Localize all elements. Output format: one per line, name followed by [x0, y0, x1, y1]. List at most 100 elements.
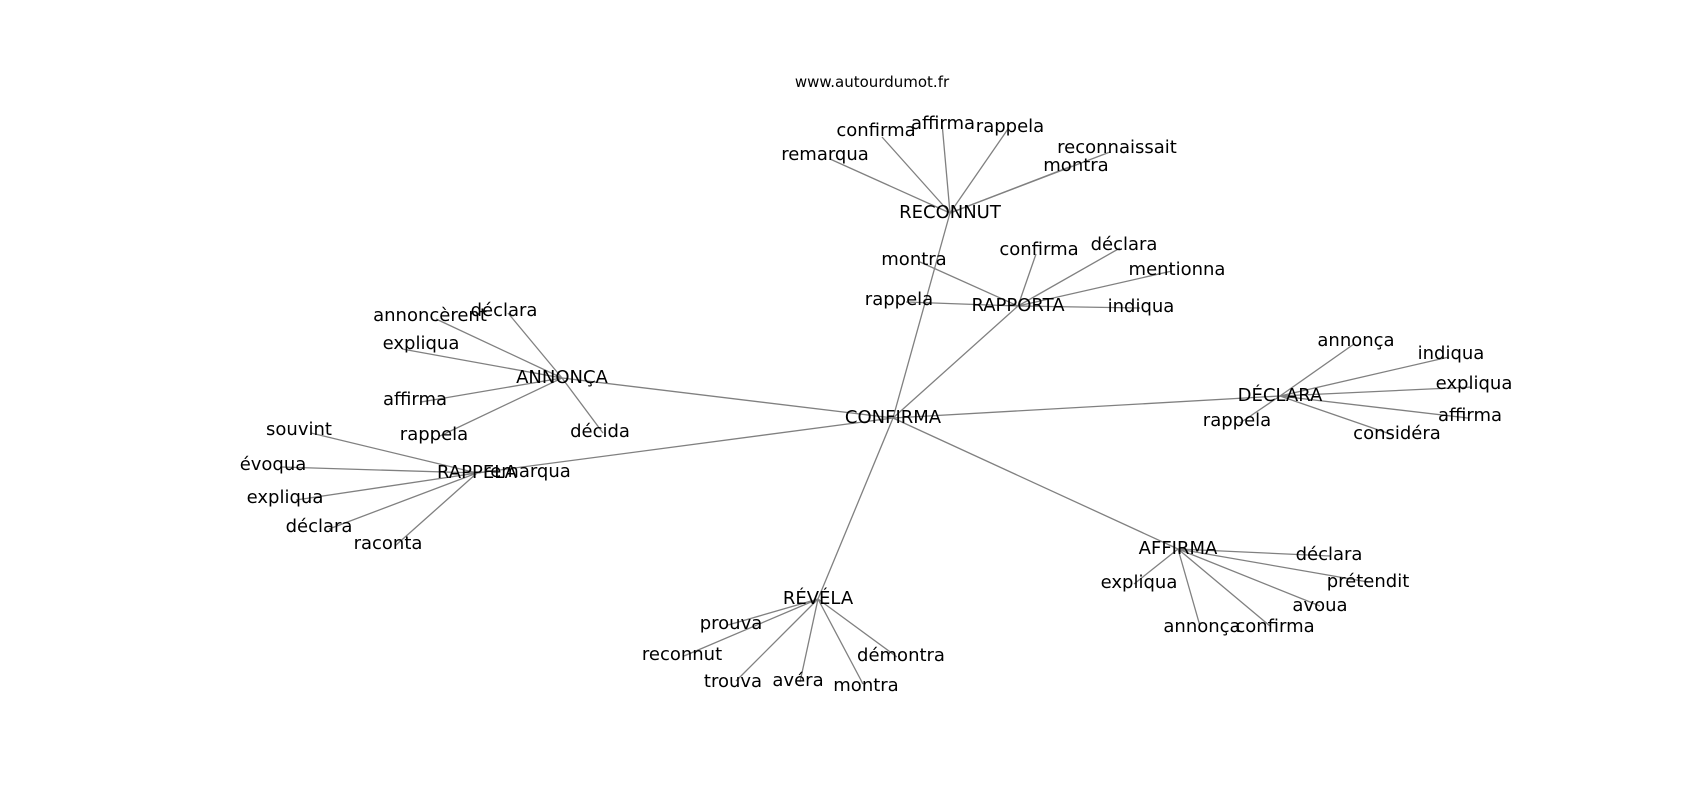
edge-reconnut-rappela	[949, 128, 1009, 214]
leaf-node-annonca-expliqua: expliqua	[383, 333, 460, 354]
edge-reconnut-remarqua	[829, 158, 951, 214]
edge-rapporta-indiqua	[1017, 305, 1141, 309]
leaf-node-declara-indiqua: indiqua	[1418, 343, 1485, 364]
edge-reconnut-confirma	[881, 136, 951, 214]
leaf-node-rappela-expliqua: expliqua	[247, 487, 324, 508]
leaf-node-declara-rappela: rappela	[1203, 410, 1271, 431]
edge-affirma-expliqua	[1133, 548, 1179, 585]
edge-revela-avera	[799, 598, 819, 683]
leaf-node-affirma-avoua: avoua	[1292, 595, 1347, 616]
edge-reconnut-montra	[949, 165, 1073, 214]
leaf-node-declara-affirma: affirma	[1438, 405, 1502, 426]
leaf-node-rapporta-declara: déclara	[1091, 234, 1158, 255]
edge-annonca-expliqua	[401, 348, 563, 379]
leaf-node-rapporta-montra: montra	[881, 249, 946, 270]
edge-center-affirma	[892, 417, 1179, 550]
edge-declara-indiqua	[1279, 356, 1450, 397]
edge-annonca-decida	[561, 377, 604, 434]
edge-revela-trouva	[735, 598, 819, 682]
leaf-node-declara-expliqua: expliqua	[1436, 373, 1513, 394]
edge-affirma-declara	[1177, 548, 1331, 557]
edge-rapporta-mentionna	[1017, 270, 1173, 307]
hub-node-reconnut: RECONNUT	[899, 202, 1002, 223]
edge-rapporta-rappela	[905, 301, 1019, 307]
leaf-node-rappela-declara: déclara	[286, 516, 353, 537]
leaf-node-revela-reconnut: reconnut	[642, 644, 722, 665]
leaf-node-reconnut-confirma: confirma	[836, 120, 915, 141]
edge-rappela-evoqua	[280, 466, 478, 474]
edge-declara-rappela	[1239, 395, 1281, 424]
edge-rapporta-montra	[919, 261, 1019, 307]
edge-rappela-souvint	[310, 432, 478, 474]
edge-reconnut-affirma	[941, 122, 951, 214]
leaf-node-declara-considera: considéra	[1353, 423, 1441, 444]
edge-center-revela	[817, 417, 894, 600]
edge-rappela-remarqua	[476, 470, 492, 474]
leaf-node-annonca-affirma: affirma	[383, 389, 447, 410]
leaf-node-annonca-decida: décida	[570, 421, 630, 442]
edge-declara-expliqua	[1279, 386, 1473, 397]
edge-declara-considera	[1279, 395, 1394, 436]
leaf-node-rapporta-indiqua: indiqua	[1108, 296, 1175, 317]
source-url: www.autourdumot.fr	[795, 73, 950, 91]
edge-revela-demontra	[817, 598, 898, 658]
leaf-node-declara-annonca: annonça	[1317, 330, 1394, 351]
edge-rappela-declara	[328, 472, 478, 530]
leaf-node-reconnut-remarqua: remarqua	[781, 144, 869, 165]
leaf-node-rappela-evoqua: évoqua	[240, 454, 307, 475]
leaf-node-revela-montra: montra	[833, 675, 898, 696]
edge-revela-prouva	[727, 598, 819, 626]
edge-center-rappela	[476, 417, 894, 474]
leaf-node-revela-demontra: démontra	[857, 645, 945, 666]
edge-rappela-raconta	[394, 472, 478, 547]
hub-node-annonca: ANNONÇA	[516, 367, 608, 388]
leaf-node-rapporta-confirma: confirma	[999, 239, 1078, 260]
leaf-node-rapporta-rappela: rappela	[865, 289, 933, 310]
leaf-node-rappela-raconta: raconta	[354, 533, 423, 554]
edge-center-reconnut	[892, 212, 951, 419]
edge-annonca-annoncerent	[435, 318, 563, 379]
hub-node-rappela: RAPPELA	[437, 462, 518, 483]
edge-rapporta-declara	[1017, 247, 1121, 307]
leaf-node-rappela-remarqua: remarqua	[483, 461, 571, 482]
leaf-node-reconnut-rappela: rappela	[976, 116, 1044, 137]
leaf-node-affirma-expliqua: expliqua	[1101, 572, 1178, 593]
leaf-node-rappela-souvint: souvint	[266, 419, 332, 440]
hub-node-affirma: AFFIRMA	[1139, 538, 1218, 559]
edge-affirma-confirma	[1177, 548, 1271, 627]
leaf-node-revela-prouva: prouva	[700, 613, 763, 634]
edge-annonca-declara	[507, 312, 563, 379]
edge-rapporta-confirma	[1017, 253, 1037, 307]
leaf-node-affirma-annonca: annonça	[1163, 616, 1240, 637]
edge-center-annonca	[561, 377, 894, 419]
leaf-node-affirma-confirma: confirma	[1235, 616, 1314, 637]
edge-rappela-expliqua	[295, 472, 478, 501]
leaf-node-reconnut-affirma: affirma	[911, 113, 975, 134]
leaf-node-revela-avera: avéra	[772, 670, 823, 691]
edge-affirma-avoua	[1177, 548, 1321, 607]
edge-affirma-annonca	[1177, 548, 1201, 627]
center-node-label: CONFIRMA	[845, 407, 942, 428]
hub-node-rapporta: RAPPORTA	[971, 295, 1065, 316]
leaf-node-rapporta-mentionna: mentionna	[1129, 259, 1226, 280]
edge-revela-montra	[817, 598, 864, 685]
leaf-node-annonca-rappela: rappela	[400, 424, 468, 445]
leaf-node-annonca-declara: déclara	[471, 300, 538, 321]
edge-declara-affirma	[1279, 395, 1469, 419]
edge-revela-reconnut	[683, 598, 819, 657]
leaf-node-reconnut-montra: montra	[1043, 155, 1108, 176]
edge-annonca-rappela	[439, 377, 563, 437]
edge-center-rapporta	[892, 305, 1019, 419]
leaf-node-revela-trouva: trouva	[704, 671, 762, 692]
hub-node-revela: RÉVÉLA	[783, 587, 854, 609]
edge-affirma-pretendit	[1177, 548, 1369, 583]
edge-declara-annonca	[1279, 343, 1355, 397]
leaf-node-reconnut-reconnaissait: reconnaissait	[1057, 137, 1177, 158]
edge-center-declara	[892, 395, 1281, 419]
edge-annonca-affirma	[420, 377, 563, 403]
leaf-node-affirma-declara: déclara	[1296, 544, 1363, 565]
graph-edges	[280, 122, 1473, 685]
hub-node-declara: DÉCLARA	[1238, 384, 1323, 406]
